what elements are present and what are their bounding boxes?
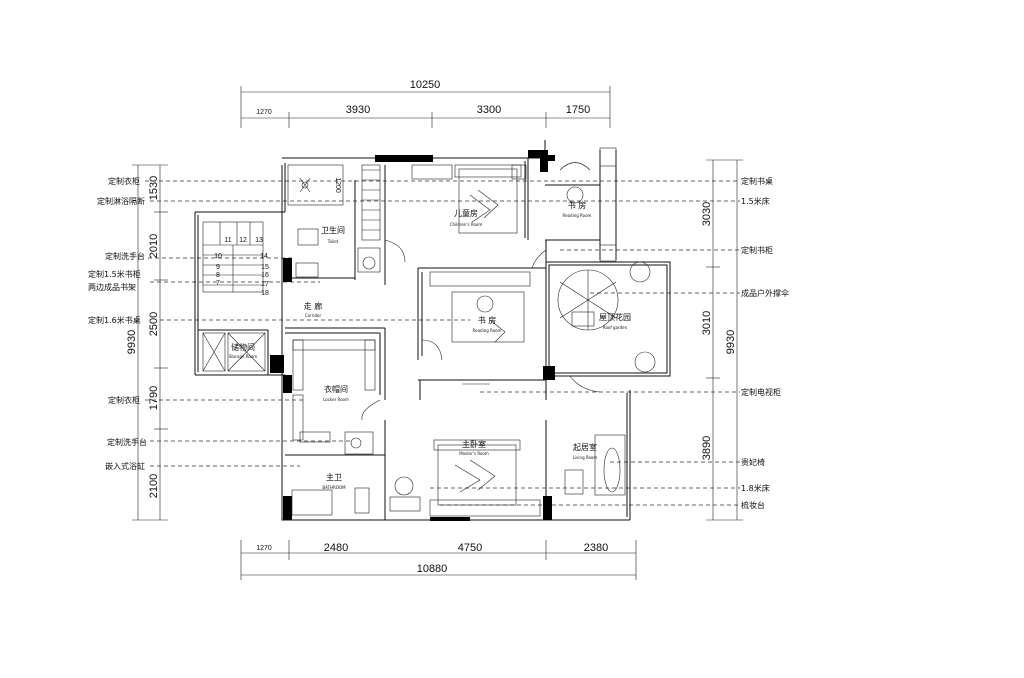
note-right-bed-18: 1.8米床 xyxy=(741,483,770,493)
fixtures: 1200 xyxy=(202,147,656,517)
left-notes: 定制衣柜 定制淋浴隔断 定制洗手台 定制1.5米书柜 两边成品书架 定制1.6米… xyxy=(88,176,147,471)
top-total-dim: 10250 xyxy=(410,79,441,91)
stair-num: 16 xyxy=(261,272,269,279)
room-master-cn: 主卧室 xyxy=(462,439,486,449)
room-locker-en: Locker Room xyxy=(323,397,349,402)
left-dimensions: 9930 1530 2010 2500 1790 2100 xyxy=(126,164,168,521)
top-dim-1: 1270 xyxy=(256,109,272,116)
note-left-desk: 定制1.6米书桌 xyxy=(88,315,141,325)
room-toilet-en: Toilet xyxy=(327,239,339,244)
stair-numbers: 11 12 13 10 14 9 15 8 16 7 17 18 xyxy=(214,237,269,297)
room-living-en: Living Room xyxy=(573,455,598,460)
note-left-shower: 定制淋浴隔断 xyxy=(97,196,145,206)
stair-num: 12 xyxy=(239,237,247,244)
note-left-bathtub: 嵌入式浴缸 xyxy=(105,461,145,471)
room-children-cn: 儿童房 xyxy=(454,208,478,218)
room-storage-cn: 储物间 xyxy=(231,342,255,352)
note-right-bed-15: 1.5米床 xyxy=(741,196,770,206)
room-toilet-cn: 卫生间 xyxy=(321,225,345,235)
bottom-dimensions: 1270 2480 4750 2380 10880 xyxy=(240,540,637,580)
bottom-dim-1: 1270 xyxy=(256,545,272,552)
room-living-cn: 起居室 xyxy=(573,442,597,452)
room-study-top-en: Reading Room xyxy=(563,213,592,218)
room-study-mid-cn: 书 房 xyxy=(478,315,497,325)
note-right-bookcase: 定制书柜 xyxy=(741,245,773,255)
room-storage-en: Storage Room xyxy=(229,354,257,359)
right-total-dim: 9930 xyxy=(725,330,737,354)
note-left-bookshelves: 两边成品书架 xyxy=(88,282,136,292)
stair-num: 15 xyxy=(261,264,269,271)
note-right-chaise: 贵妃椅 xyxy=(741,457,765,467)
room-roof-garden-cn: 屋顶花园 xyxy=(599,312,631,322)
top-dim-3: 3300 xyxy=(477,104,501,116)
walls xyxy=(194,140,671,521)
room-corridor-en: Corridor xyxy=(305,313,322,318)
right-notes: 定制书桌 1.5米床 定制书柜 成品户外撑伞 定制电视柜 贵妃椅 1.8米床 梳… xyxy=(741,176,789,510)
doors xyxy=(361,239,601,421)
note-left-basin-1: 定制洗手台 xyxy=(105,251,145,261)
left-dim-3: 2500 xyxy=(148,312,160,336)
bottom-dim-2: 2480 xyxy=(324,542,348,554)
stair-num: 7 xyxy=(216,280,220,287)
right-dim-2: 3010 xyxy=(701,311,713,335)
stair-num: 17 xyxy=(261,281,269,288)
top-dimensions: 10250 1270 3930 3300 1750 xyxy=(240,79,611,128)
note-left-bookcase: 定制1.5米书柜 xyxy=(88,269,141,279)
room-children-en: Children's Room xyxy=(450,222,483,227)
right-dim-3: 3890 xyxy=(701,436,713,460)
note-right-vanity: 梳妆台 xyxy=(741,500,765,510)
note-right-desk: 定制书桌 xyxy=(741,176,773,186)
note-left-basin-2: 定制洗手台 xyxy=(107,437,147,447)
right-dimensions: 3030 3010 3890 9930 xyxy=(701,159,743,521)
toilet-inner-dim: 1200 xyxy=(334,177,341,193)
note-left-wardrobe-1: 定制衣柜 xyxy=(108,176,140,186)
room-labels: 儿童房 Children's Room 书 房 Reading Room 卫生间… xyxy=(229,200,631,490)
room-bathroom-en: BATHROOM xyxy=(322,485,346,490)
left-dim-4: 1790 xyxy=(148,386,160,410)
bottom-total-dim: 10880 xyxy=(417,563,448,575)
room-corridor-cn: 走 廊 xyxy=(304,301,323,311)
bottom-dim-3: 4750 xyxy=(458,542,482,554)
note-right-tv-cabinet: 定制电视柜 xyxy=(741,387,781,397)
room-locker-cn: 衣帽间 xyxy=(324,384,348,394)
room-study-mid-en: Reading Room xyxy=(473,328,502,333)
top-dim-4: 1750 xyxy=(566,104,590,116)
stair-num: 9 xyxy=(216,264,220,271)
note-left-wardrobe-2: 定制衣柜 xyxy=(108,395,140,405)
note-right-umbrella: 成品户外撑伞 xyxy=(741,288,789,298)
left-total-dim: 9930 xyxy=(126,330,138,354)
stair-num: 14 xyxy=(260,253,268,260)
right-dim-1: 3030 xyxy=(701,202,713,226)
stair-num: 11 xyxy=(224,237,231,244)
left-dim-2: 2010 xyxy=(148,234,160,258)
leader-lines xyxy=(145,180,740,506)
bottom-dim-4: 2380 xyxy=(584,542,608,554)
stair-num: 13 xyxy=(255,237,263,244)
room-bathroom-cn: 主卫 xyxy=(326,472,342,482)
stair-num: 18 xyxy=(261,290,269,297)
left-dim-1: 1530 xyxy=(148,176,160,200)
stair-num: 8 xyxy=(216,272,220,279)
room-master-en: Master's Room xyxy=(459,451,489,456)
left-dim-5: 2100 xyxy=(148,474,160,498)
stair-num: 10 xyxy=(214,253,222,260)
room-roof-garden-en: Roof garden xyxy=(603,325,628,330)
top-dim-2: 3930 xyxy=(346,104,370,116)
room-study-top-cn: 书 房 xyxy=(568,200,587,210)
columns xyxy=(270,150,555,521)
